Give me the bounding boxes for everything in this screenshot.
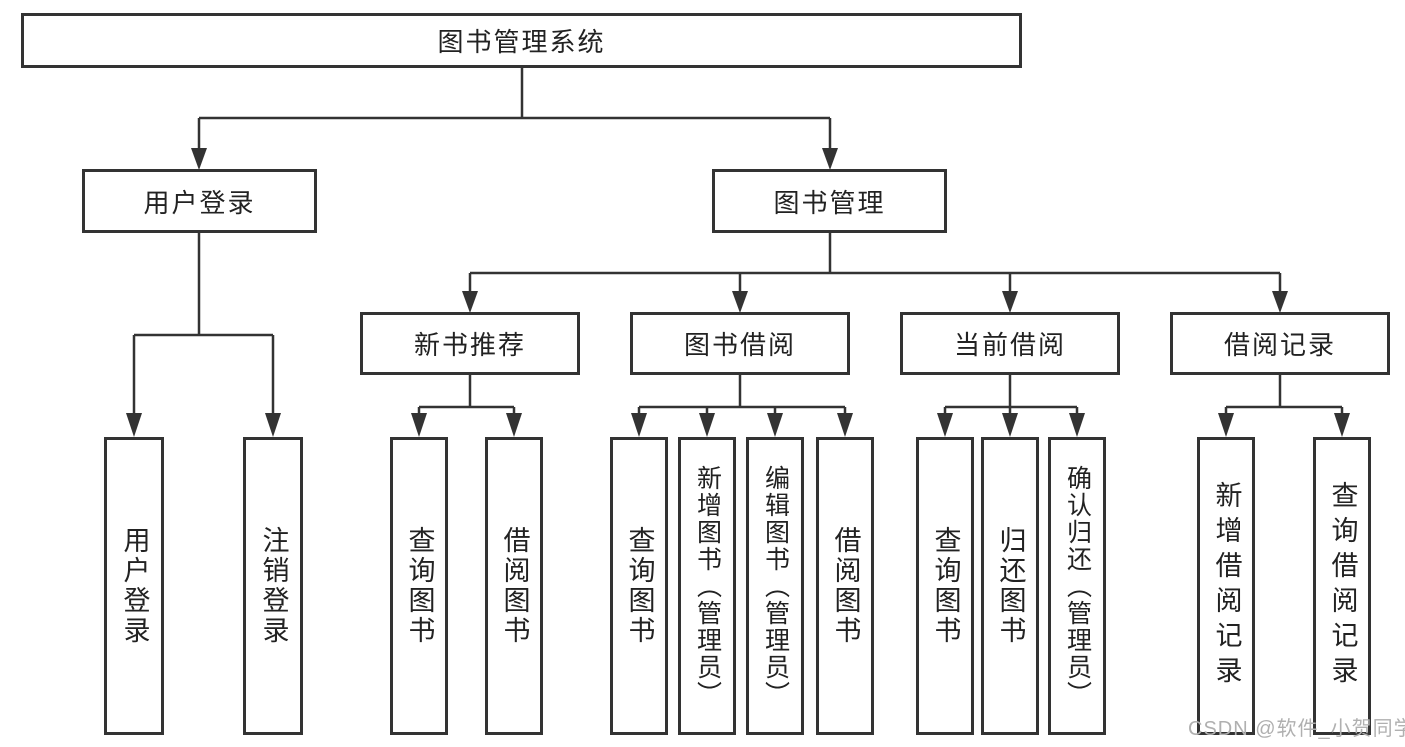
node-book-borrow-label: 图书借阅 <box>683 330 796 360</box>
node-root: 图书管理系统 <box>21 13 1022 68</box>
leaf-current-return-books: 归还图书 <box>981 437 1039 735</box>
leaf-user-login: 用户登录 <box>104 437 164 735</box>
leaf-records-add-record-label: 新增借阅记录 <box>1211 481 1242 691</box>
node-new-book-recommend-label: 新书推荐 <box>413 330 526 360</box>
leaf-recommend-query-books: 查询图书 <box>390 437 448 735</box>
node-book-borrow: 图书借阅 <box>630 312 850 375</box>
leaf-logout: 注销登录 <box>243 437 303 735</box>
node-borrow-records: 借阅记录 <box>1170 312 1390 375</box>
node-root-label: 图书管理系统 <box>437 27 606 57</box>
node-current-borrow-label: 当前借阅 <box>953 330 1066 360</box>
leaf-current-return-books-label: 归还图书 <box>995 526 1026 646</box>
node-borrow-records-label: 借阅记录 <box>1223 330 1336 360</box>
leaf-recommend-borrow-books-label: 借阅图书 <box>499 526 530 646</box>
node-book-management: 图书管理 <box>712 169 947 233</box>
leaf-logout-label: 注销登录 <box>258 526 289 646</box>
leaf-current-query-books: 查询图书 <box>916 437 974 735</box>
leaf-current-confirm-return-label: 确认归还（管理员） <box>1063 464 1092 708</box>
node-current-borrow: 当前借阅 <box>900 312 1120 375</box>
leaf-borrow-add-books: 新增图书（管理员） <box>678 437 736 735</box>
csdn-watermark: CSDN @软件_小贺同学 <box>1188 718 1405 740</box>
leaf-borrow-add-books-label: 新增图书（管理员） <box>693 464 722 708</box>
leaf-recommend-borrow-books: 借阅图书 <box>485 437 543 735</box>
node-user-login-label: 用户登录 <box>143 187 256 218</box>
leaf-borrow-edit-books-label: 编辑图书（管理员） <box>761 464 790 708</box>
leaf-borrow-query-books: 查询图书 <box>610 437 668 735</box>
leaf-current-query-books-label: 查询图书 <box>930 526 961 646</box>
leaf-recommend-query-books-label: 查询图书 <box>404 526 435 646</box>
leaf-borrow-borrow-books-label: 借阅图书 <box>830 526 861 646</box>
leaf-borrow-query-books-label: 查询图书 <box>624 526 655 646</box>
leaf-current-confirm-return: 确认归还（管理员） <box>1048 437 1106 735</box>
leaf-records-query-record-label: 查询借阅记录 <box>1327 481 1358 691</box>
leaf-records-query-record: 查询借阅记录 <box>1313 437 1371 735</box>
leaf-borrow-edit-books: 编辑图书（管理员） <box>746 437 804 735</box>
node-new-book-recommend: 新书推荐 <box>360 312 580 375</box>
leaf-user-login-label: 用户登录 <box>119 526 150 646</box>
node-user-login: 用户登录 <box>82 169 317 233</box>
node-book-management-label: 图书管理 <box>773 187 886 218</box>
leaf-borrow-borrow-books: 借阅图书 <box>816 437 874 735</box>
leaf-records-add-record: 新增借阅记录 <box>1197 437 1255 735</box>
